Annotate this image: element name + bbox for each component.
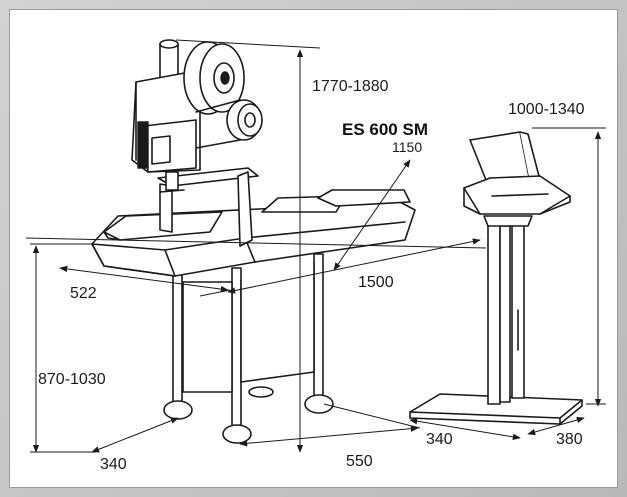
- label-working-height: 870-1030: [38, 371, 106, 388]
- dimension-labels: 1770-1880 1000-1340 ES 600 SM 1150 1500 …: [38, 78, 585, 473]
- label-model: ES 600 SM: [342, 120, 428, 139]
- label-terminal-base-width: 380: [556, 431, 583, 448]
- label-leg-depth: 340: [100, 456, 127, 473]
- label-table-length: 1500: [358, 274, 394, 291]
- label-machine-height: 1770-1880: [312, 78, 389, 95]
- control-terminal: [409, 131, 583, 425]
- machine-legs: [163, 253, 334, 444]
- label-leg-span: 550: [346, 453, 373, 470]
- main-machine: [91, 39, 416, 444]
- dimension-lines: [25, 39, 606, 453]
- label-terminal-base-depth: 340: [426, 431, 453, 448]
- printer-head: [131, 39, 263, 193]
- label-conveyor-width: 522: [70, 285, 97, 302]
- label-terminal-height: 1000-1340: [508, 101, 585, 118]
- label-table-width: 1150: [392, 139, 422, 155]
